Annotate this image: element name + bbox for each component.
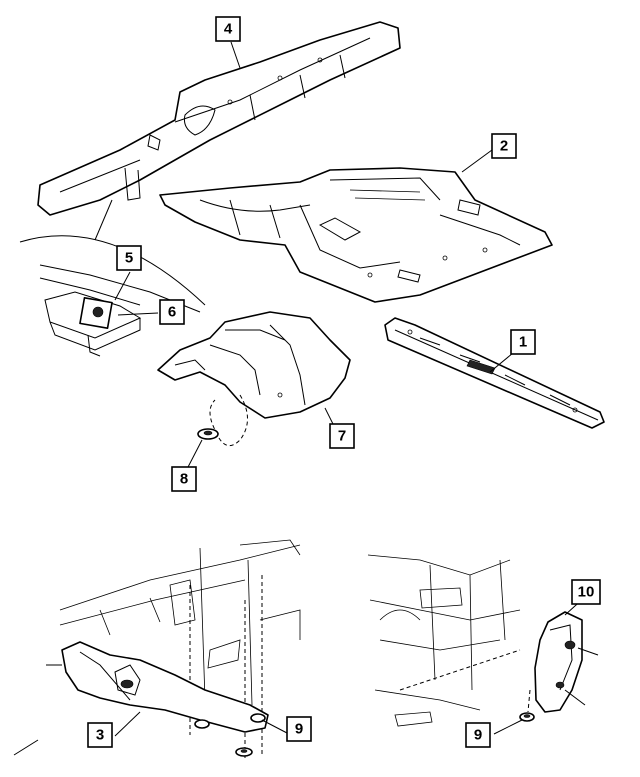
callout-1: 1 <box>510 329 536 355</box>
svg-text:3: 3 <box>96 727 104 744</box>
svg-text:5: 5 <box>125 250 133 267</box>
bottom-left-view <box>13 539 301 760</box>
callout-3: 3 <box>87 722 113 748</box>
svg-text:4: 4 <box>224 21 233 38</box>
routing-line <box>209 394 248 447</box>
svg-text:10: 10 <box>578 584 595 601</box>
svg-text:1: 1 <box>519 334 527 351</box>
svg-text:7: 7 <box>338 428 346 445</box>
tunnel-panel-part-7 <box>157 311 351 419</box>
callout-9-left: 9 <box>286 716 312 742</box>
svg-text:9: 9 <box>474 727 482 744</box>
detail-view-mount <box>19 199 206 357</box>
callout-5: 5 <box>116 245 142 271</box>
callout-10: 10 <box>571 579 601 605</box>
svg-text:8: 8 <box>180 471 188 488</box>
crossmember-part-1 <box>384 317 605 429</box>
callout-2: 2 <box>491 133 517 159</box>
svg-text:6: 6 <box>168 304 176 321</box>
bottom-right-view <box>367 554 599 727</box>
callout-7: 7 <box>329 423 355 449</box>
floor-pan-part-2 <box>159 167 553 303</box>
frame-rail-part-4 <box>37 21 401 216</box>
grommet-part-8 <box>197 428 219 440</box>
svg-text:2: 2 <box>500 138 508 155</box>
bracket-part-3 <box>61 641 269 733</box>
svg-text:9: 9 <box>295 721 303 738</box>
callout-4: 4 <box>215 16 241 42</box>
callout-8: 8 <box>171 466 197 492</box>
callout-6: 6 <box>159 299 185 325</box>
callout-9-right: 9 <box>465 722 491 748</box>
